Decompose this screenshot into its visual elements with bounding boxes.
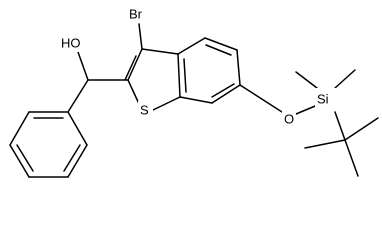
bond-c3-c3a xyxy=(141,48,179,55)
bonds xyxy=(9,23,379,178)
atom-labels: Br HO S O Si xyxy=(60,3,337,128)
bond-c3-br xyxy=(138,23,143,50)
bond-ctert-me1 xyxy=(304,139,346,149)
chemical-structure: Br HO S O Si xyxy=(9,3,379,178)
bond-c5-c6 xyxy=(236,49,241,86)
bond-ph2-ph3 xyxy=(9,111,30,146)
bond-c3a-c4 xyxy=(177,37,206,55)
bond-ctert-me3 xyxy=(344,139,359,177)
bond-ch-oh xyxy=(77,51,89,81)
bond-ph6-ph1 xyxy=(67,111,88,146)
bond-ph3-ph4-inner xyxy=(16,144,34,172)
hydroxyl-label: HO xyxy=(61,36,81,51)
bond-c6-o xyxy=(239,84,283,113)
bond-ch-phenyl xyxy=(67,79,89,113)
bond-ph5-ph6 xyxy=(67,144,88,178)
bond-c6-c7 xyxy=(211,84,241,104)
bond-s-c7a xyxy=(152,96,181,111)
bond-ph3-ph4 xyxy=(9,144,30,178)
bond-si-ctert xyxy=(334,111,346,141)
bond-c3-c2 xyxy=(127,48,143,81)
bond-c7a-c3a xyxy=(177,53,181,98)
silicon-label: Si xyxy=(317,92,329,107)
bond-c3-c2-inner xyxy=(124,55,137,81)
bond-c4-c5-inner xyxy=(205,44,232,56)
bond-c4-c5 xyxy=(204,37,238,51)
bond-si-me2 xyxy=(334,69,356,89)
bond-ctert-me2 xyxy=(344,117,379,141)
oxygen-label: O xyxy=(284,112,294,127)
bromine-label: Br xyxy=(129,7,143,22)
sulfur-label: S xyxy=(140,103,149,118)
bond-ph5-ph6-inner xyxy=(63,144,81,172)
bond-si-me1 xyxy=(295,71,318,89)
bond-c7a-c3a-inner xyxy=(183,58,187,93)
bond-c7-c7a xyxy=(179,96,213,104)
bond-c6-c7-inner xyxy=(211,83,235,98)
